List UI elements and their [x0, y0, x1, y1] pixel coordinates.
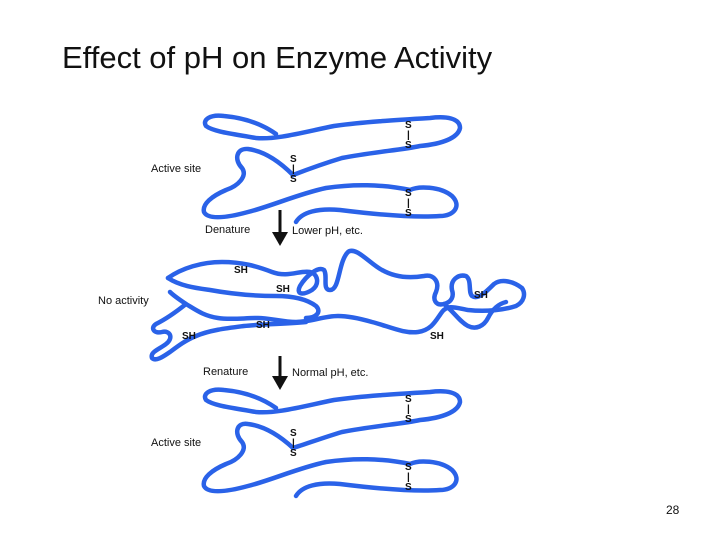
svg-text:|: | [292, 164, 295, 175]
svg-text:S: S [290, 174, 297, 185]
svg-text:S: S [290, 154, 297, 165]
disulfide-bond-bottom-2: S | S [290, 428, 297, 459]
svg-text:|: | [407, 130, 410, 141]
sh-group-5: SH [182, 331, 196, 342]
svg-text:S: S [405, 120, 412, 131]
svg-text:S: S [405, 394, 412, 405]
normal-ph-label: Normal pH, etc. [292, 367, 368, 379]
protein-chain-denatured [165, 248, 527, 335]
no-activity-label: No activity [98, 295, 149, 307]
renature-label: Renature [203, 366, 248, 378]
slide-title: Effect of pH on Enzyme Activity [62, 40, 493, 75]
disulfide-bond-bottom-1: S | S [405, 394, 412, 425]
native-enzyme-bottom: Active site S | S S | S S | S [151, 387, 463, 499]
svg-text:S: S [405, 208, 412, 219]
svg-text:|: | [292, 438, 295, 449]
down-arrow-icon [272, 210, 288, 246]
svg-text:S: S [405, 414, 412, 425]
sh-group-4: SH [256, 320, 270, 331]
svg-text:|: | [407, 198, 410, 209]
active-site-label-bottom: Active site [151, 437, 201, 449]
protein-chain-top [201, 146, 459, 225]
sh-group-6: SH [430, 331, 444, 342]
denature-transition: Denature Lower pH, etc. [205, 210, 363, 246]
renature-transition: Renature Normal pH, etc. [203, 356, 368, 390]
svg-text:S: S [405, 462, 412, 473]
disulfide-bond-bottom-3: S | S [405, 462, 412, 493]
disulfide-bond-top-2: S | S [290, 154, 297, 185]
svg-text:S: S [405, 140, 412, 151]
native-enzyme-top: Active site S | S S | S S | S [151, 113, 463, 225]
lower-ph-label: Lower pH, etc. [292, 225, 363, 237]
active-site-label-top: Active site [151, 163, 201, 175]
disulfide-bond-top-3: S | S [405, 188, 412, 219]
sh-group-2: SH [276, 284, 290, 295]
svg-text:S: S [290, 428, 297, 439]
page-number: 28 [666, 503, 680, 517]
protein-chain-bottom [201, 421, 459, 499]
down-arrow-icon [272, 356, 288, 390]
sh-group-3: SH [474, 290, 488, 301]
svg-text:|: | [407, 404, 410, 415]
denatured-enzyme: No activity SH SH SH SH SH SH [98, 248, 527, 362]
svg-text:|: | [407, 472, 410, 483]
svg-text:S: S [405, 482, 412, 493]
svg-text:S: S [405, 188, 412, 199]
denature-label: Denature [205, 224, 250, 236]
disulfide-bond-top-1: S | S [405, 120, 412, 151]
sh-group-1: SH [234, 265, 248, 276]
svg-text:S: S [290, 448, 297, 459]
